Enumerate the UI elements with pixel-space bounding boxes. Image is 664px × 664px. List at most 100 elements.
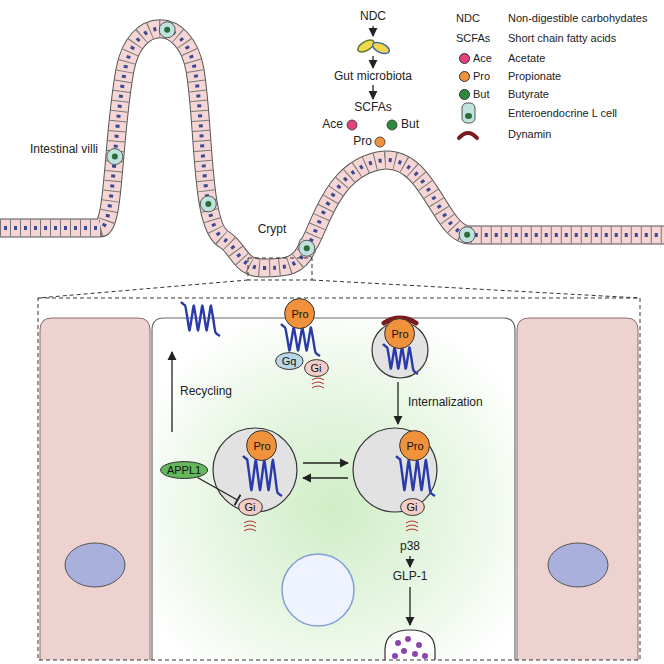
villi-epithelium: [0, 29, 664, 268]
enteroendocrine-cell: [299, 240, 315, 256]
enteroendocrine-cell: [107, 149, 123, 165]
legend-swatch: [459, 89, 470, 100]
glp1-granule: [401, 648, 407, 654]
gi-protein: Gi: [238, 498, 263, 516]
node-text: Gi: [304, 362, 329, 374]
enteroendocrine-cell: [159, 22, 175, 38]
arrow: [397, 382, 398, 424]
gi-protein-outline: [400, 499, 424, 516]
endosome: [353, 428, 437, 512]
signal-wave: [312, 382, 324, 384]
nucleus: [65, 543, 125, 587]
glp1-granule: [405, 636, 411, 642]
gq-protein: Gq: [275, 352, 304, 370]
flow-arrow: [372, 26, 373, 36]
legend-text: Dynamin: [508, 128, 551, 140]
glp1-granule: [412, 651, 418, 657]
nucleus: [464, 232, 470, 238]
nucleus: [304, 245, 310, 251]
node-text: APPL1: [160, 464, 208, 476]
exocytosis: [385, 630, 435, 660]
vesicle: [372, 322, 428, 378]
signal-wave: [312, 378, 324, 380]
bacteria-icon: [356, 38, 391, 56]
villi-epithelium: [0, 29, 664, 268]
zoom-frame: [38, 280, 248, 298]
gi-protein: Gi: [304, 359, 329, 377]
flow-arrow: [372, 85, 373, 99]
inhibition-line: [197, 478, 237, 500]
enteroendocrine-cell: [107, 22, 475, 256]
nucleus: [548, 543, 608, 587]
legend-text: Short chain fatty acids: [508, 32, 616, 44]
signal-label: p38: [400, 540, 420, 553]
gi-protein: Gi: [400, 498, 425, 516]
receptor: [181, 302, 220, 336]
appl1-protein-outline: [160, 462, 207, 479]
legend-text: Enteroendocrine L cell: [508, 107, 617, 119]
propionate-ligand: Pro: [246, 430, 277, 461]
legend-text: Acetate: [508, 52, 545, 64]
structure-label: Crypt: [258, 223, 287, 236]
legend-abbreviation: But: [473, 88, 490, 100]
signal-wave: [406, 525, 418, 527]
legend-abbreviation: Ace: [473, 52, 492, 64]
legend-icon: [459, 133, 477, 138]
receptor: [396, 456, 435, 496]
zoom-frame: [38, 258, 640, 298]
villi-epithelium: [0, 29, 664, 268]
scfa-dot: [375, 137, 385, 147]
nucleus: [282, 554, 354, 626]
structure-label: Intestinal villi: [30, 143, 98, 156]
enteroendocrine-cell: [459, 227, 475, 243]
nucleus: [112, 154, 118, 160]
signal-wave: [244, 529, 256, 531]
node-text: Pro: [284, 308, 315, 320]
arrow: [409, 556, 410, 567]
flow-arrow: [372, 56, 373, 68]
enteroendocrine-cell: [159, 22, 175, 38]
enteroendocrine-cell: [459, 227, 475, 243]
gi-protein-outline: [304, 360, 328, 377]
process-label: Internalization: [408, 396, 483, 409]
legend-text: Butyrate: [508, 88, 549, 100]
arrow: [172, 352, 410, 625]
enteroendocrine-cell: [299, 240, 315, 256]
enteroendocrine-cell: [200, 196, 216, 212]
propionate-ligand: Pro: [284, 298, 315, 329]
abbreviation: NDC: [360, 10, 386, 23]
receptor: [181, 302, 435, 496]
legend-abbreviation: Pro: [473, 70, 490, 82]
scfa-label: Pro: [353, 135, 372, 148]
receptor: [243, 456, 282, 496]
legend-text: Propionate: [508, 70, 561, 82]
legend-abbreviation: NDC: [456, 12, 480, 24]
enteroendocrine-cell: [200, 196, 216, 212]
scfa-label: Ace: [322, 118, 343, 131]
node-text: Pro: [384, 328, 415, 340]
arrow: [171, 352, 172, 432]
l-cell: [152, 318, 515, 660]
gq-protein-outline: [275, 353, 302, 370]
glp1-granule: [395, 640, 401, 646]
node-text: Gi: [400, 501, 425, 513]
node-text: Gq: [275, 355, 304, 367]
arrow: [303, 477, 348, 478]
glp1-granule: [392, 653, 398, 659]
signal-wave: [406, 529, 418, 531]
signal-wave: [244, 378, 418, 531]
propionate-ligand: Pro: [399, 430, 430, 461]
legend-swatch: [459, 53, 470, 64]
arrow: [409, 587, 410, 625]
arrow: [303, 462, 348, 463]
glp1-granule: [416, 642, 422, 648]
process-label: Recycling: [180, 385, 232, 398]
legend-text: Non-digestible carbohydates: [508, 12, 647, 24]
neighbor-cell: [517, 318, 638, 660]
signal-wave: [244, 521, 256, 523]
propionate-ligand-outline: [385, 319, 415, 349]
legend-icon: [465, 113, 472, 119]
nucleus: [205, 201, 211, 207]
